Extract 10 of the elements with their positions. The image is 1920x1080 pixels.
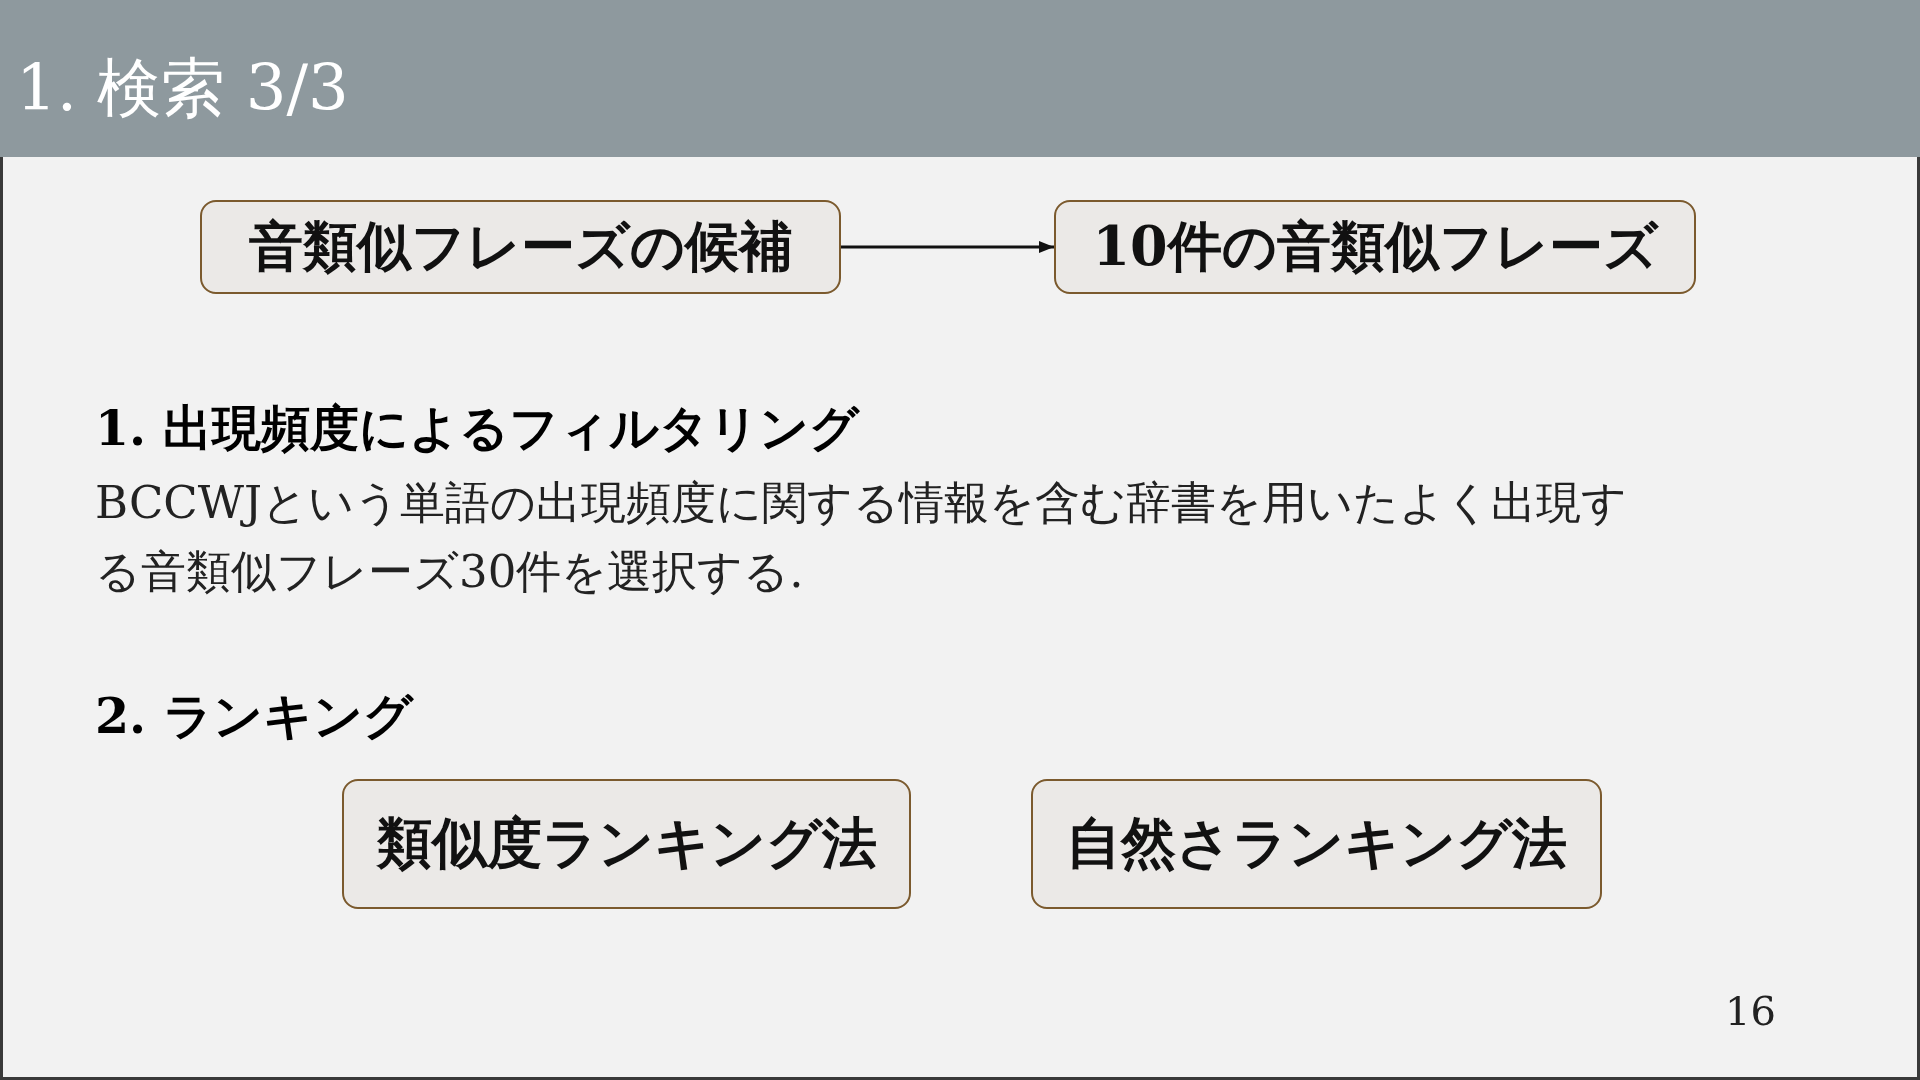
process-box: 音類似フレーズの候補	[200, 200, 841, 294]
arrow	[841, 241, 1054, 253]
paragraph: BCCWJという単語の出現頻度に関する情報を含む辞書を用いたよく出現する音類似フレーズ30件を選択する.	[95, 475, 1629, 600]
page-number: 16	[1725, 987, 1776, 1036]
process-box: 類似度ランキング法	[342, 779, 911, 909]
process-box: 10件の音類似フレーズ	[1054, 200, 1696, 294]
section-heading: 2. ランキング	[95, 686, 414, 746]
section-heading: 1. 出現頻度によるフィルタリング	[95, 398, 860, 458]
process-box: 自然さランキング法	[1031, 779, 1602, 909]
slide-title: 1. 検索 3/3	[16, 50, 349, 126]
